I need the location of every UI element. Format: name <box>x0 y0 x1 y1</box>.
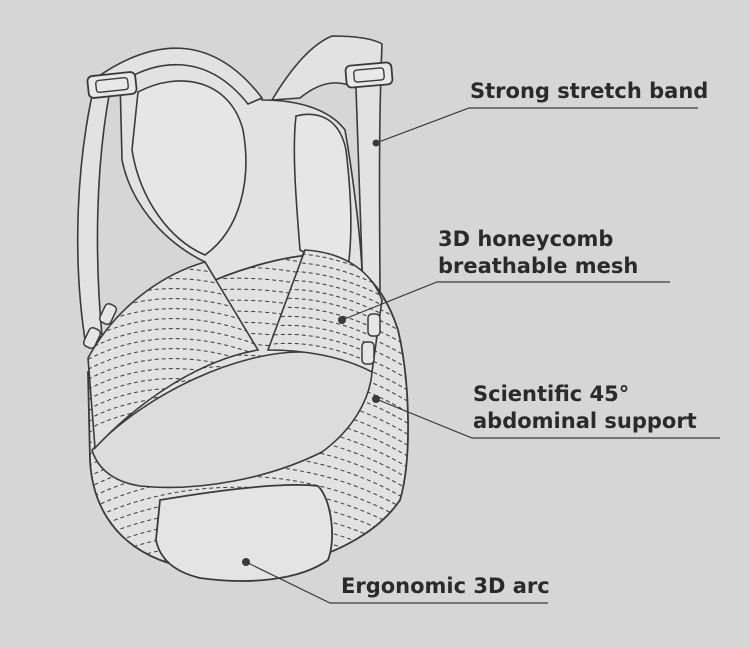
callout-stretch-band: Strong stretch band <box>470 78 708 105</box>
stitch-line <box>268 342 382 372</box>
left-side-clip <box>98 302 118 326</box>
right-shoulder-pad <box>293 113 352 270</box>
leader-line-support <box>375 398 720 439</box>
callout-line: Strong stretch band <box>470 79 709 103</box>
leader-line-mesh <box>341 281 670 321</box>
leader-line-stretch <box>375 107 698 144</box>
leader-line-arc <box>245 561 548 604</box>
stitch-line <box>268 333 382 370</box>
left-side-clip-lower <box>82 326 102 350</box>
right-side-clip-lower <box>361 341 375 365</box>
right-buckle <box>344 61 394 89</box>
callout-line: abdominal support <box>473 409 697 433</box>
callout-honeycomb-mesh: 3D honeycomb breathable mesh <box>438 226 638 280</box>
belt-inner-opening <box>91 351 373 489</box>
callout-line: breathable mesh <box>438 254 639 278</box>
callout-line: Ergonomic 3D arc <box>341 574 550 598</box>
front-support-flap <box>155 484 333 582</box>
callout-ergonomic-arc: Ergonomic 3D arc <box>341 573 550 600</box>
left-mesh-panel <box>87 261 260 450</box>
left-shoulder-pad <box>131 80 247 256</box>
left-buckle <box>86 71 138 99</box>
callout-line: Scientific 45° <box>473 382 630 406</box>
callout-line: 3D honeycomb <box>438 227 614 251</box>
right-side-clip <box>367 313 381 337</box>
callout-abdominal-support: Scientific 45° abdominal support <box>473 381 697 435</box>
